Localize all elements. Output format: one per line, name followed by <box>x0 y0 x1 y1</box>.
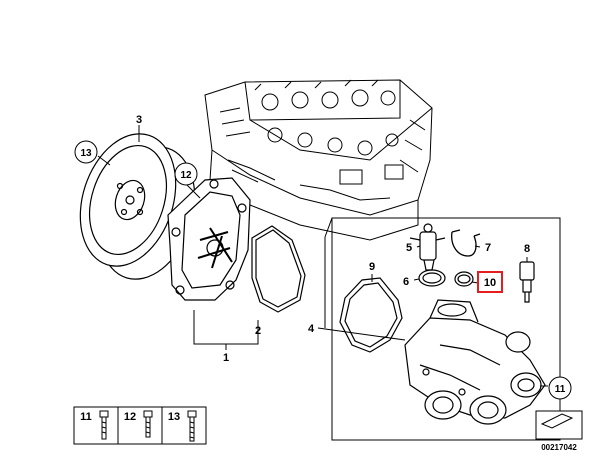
spring-clip-drawing <box>451 229 481 257</box>
callout-8: 8 <box>524 243 530 255</box>
bolt-13-icon <box>187 410 197 442</box>
o-ring-10-drawing <box>454 271 474 287</box>
callout-12: 12 <box>180 170 192 181</box>
callout-3: 3 <box>136 114 142 126</box>
callout-13: 13 <box>80 148 92 159</box>
callout-7: 7 <box>485 242 491 254</box>
callout-1: 1 <box>223 352 229 364</box>
callout-10: 10 <box>484 277 496 289</box>
callout-11-circle: 11 <box>548 376 572 400</box>
legend-label-12: 12 <box>124 411 136 423</box>
leader-lines <box>97 125 548 387</box>
callout-9: 9 <box>369 261 375 273</box>
cylinder-head-drawing <box>204 79 433 241</box>
diagram-number-box: 00217042 <box>535 410 583 452</box>
pointer-arrow-icon <box>540 413 574 429</box>
callout-6: 6 <box>403 276 409 288</box>
housing-gasket-drawing <box>339 277 403 353</box>
sensor-drawing <box>519 261 535 303</box>
thermostat-drawing <box>409 223 446 271</box>
callout-2: 2 <box>255 325 261 337</box>
callout-5: 5 <box>406 242 412 254</box>
callout-12-circle: 12 <box>174 162 198 186</box>
thermostat-housing-drawing <box>404 299 546 425</box>
fastener-legend: 11 12 13 <box>73 406 207 445</box>
legend-label-11: 11 <box>80 411 92 423</box>
bolt-11-icon <box>99 410 109 440</box>
callout-4: 4 <box>308 323 315 335</box>
pump-gasket-drawing <box>251 225 306 313</box>
water-pump-drawing <box>167 177 251 301</box>
callout-10-highlight-box[interactable] <box>477 271 503 293</box>
callout-13-circle: 13 <box>74 140 98 164</box>
diagram-number: 00217042 <box>541 443 577 452</box>
bolt-12-icon <box>143 410 153 438</box>
o-ring-6-drawing <box>418 269 446 287</box>
legend-label-13: 13 <box>168 411 180 423</box>
callout-11: 11 <box>555 384 566 395</box>
